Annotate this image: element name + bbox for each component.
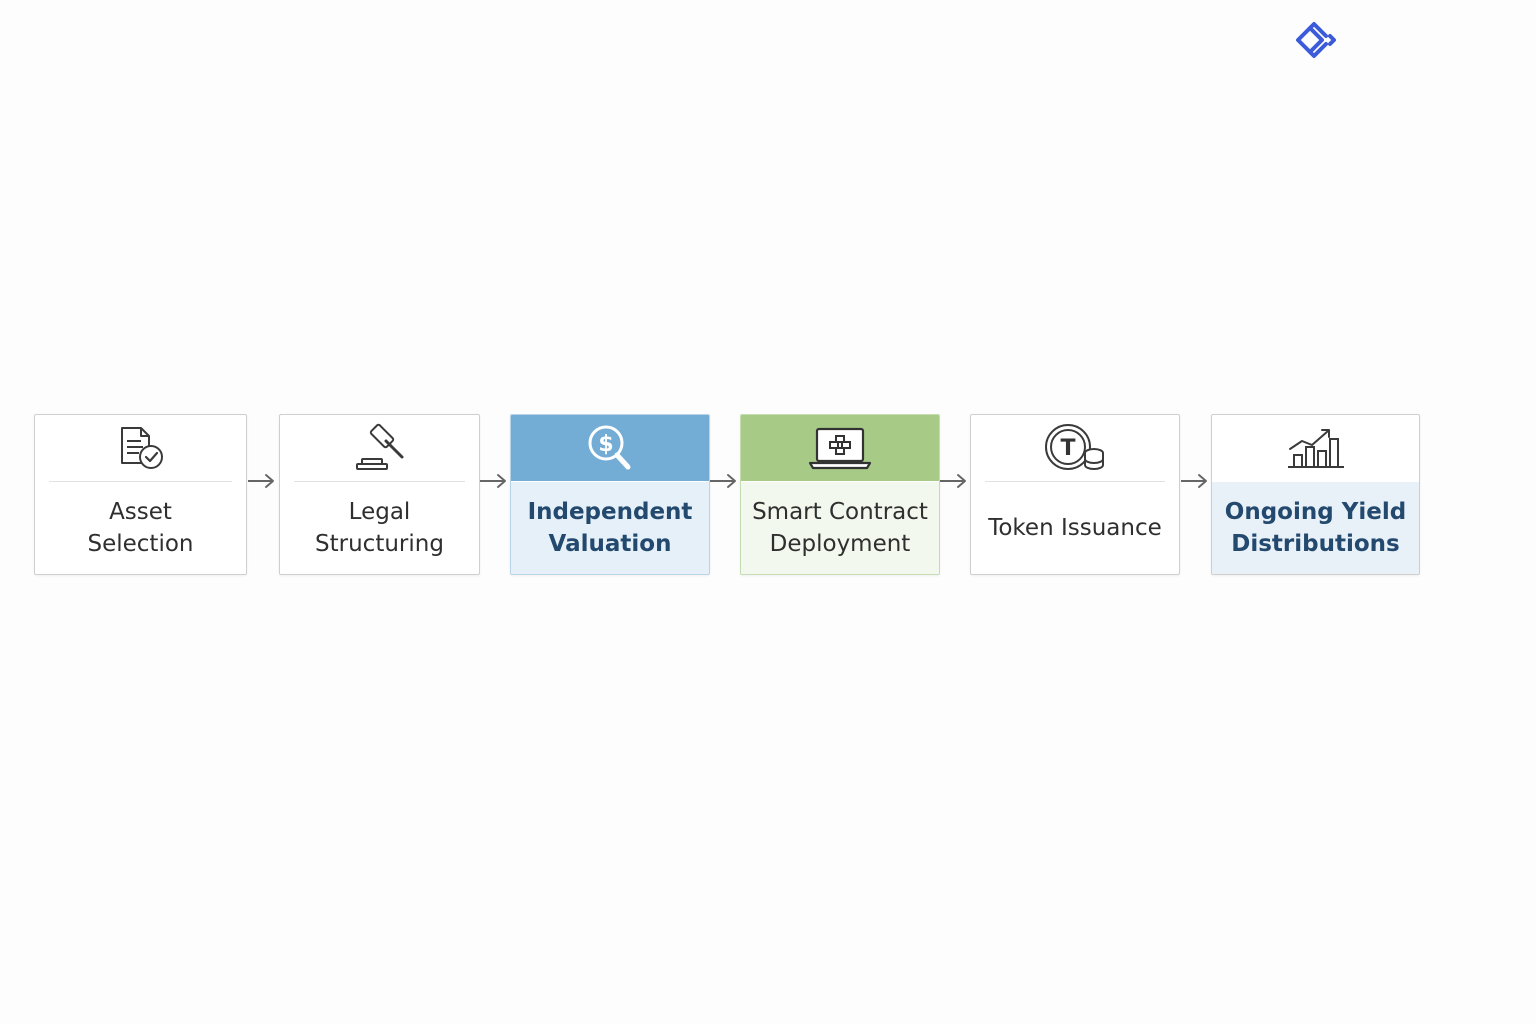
step-label-area: Smart Contract Deployment bbox=[741, 482, 939, 574]
step-icon-area: T bbox=[971, 415, 1179, 481]
step-legal-structuring: Legal Structuring bbox=[279, 414, 480, 575]
laptop-contract-icon bbox=[805, 423, 875, 473]
step-divider bbox=[294, 481, 465, 482]
step-icon-area bbox=[35, 415, 246, 481]
step-divider bbox=[985, 481, 1165, 482]
step-label-area: Legal Structuring bbox=[280, 482, 479, 574]
svg-text:T: T bbox=[1060, 436, 1075, 461]
step-ongoing-yield-distributions: Ongoing Yield Distributions bbox=[1211, 414, 1420, 575]
brand-diamond-icon bbox=[1284, 18, 1342, 62]
step-label-area: Independent Valuation bbox=[511, 482, 709, 574]
token-coins-icon: T bbox=[1040, 420, 1110, 476]
step-icon-area bbox=[741, 415, 939, 481]
step-icon-area: $ bbox=[511, 415, 709, 481]
step-label: Independent Valuation bbox=[527, 499, 693, 557]
gavel-icon bbox=[350, 421, 410, 475]
step-label-area: Ongoing Yield Distributions bbox=[1212, 482, 1419, 574]
step-label-area: Token Issuance bbox=[971, 482, 1179, 574]
step-label: Asset Selection bbox=[87, 499, 194, 557]
dollar-magnifier-icon: $ bbox=[580, 421, 640, 475]
step-label: Ongoing Yield Distributions bbox=[1224, 499, 1407, 557]
step-divider bbox=[49, 481, 232, 482]
growth-chart-icon bbox=[1284, 423, 1348, 473]
step-asset-selection: Asset Selection bbox=[34, 414, 247, 575]
flow-arrow bbox=[708, 470, 740, 492]
step-token-issuance: T Token Issuance bbox=[970, 414, 1180, 575]
step-label: Token Issuance bbox=[988, 515, 1162, 541]
step-icon-area bbox=[280, 415, 479, 481]
flow-arrow bbox=[246, 470, 278, 492]
flow-arrow bbox=[478, 470, 510, 492]
step-independent-valuation: $ Independent Valuation bbox=[510, 414, 710, 575]
flow-arrow bbox=[938, 470, 970, 492]
step-icon-area bbox=[1212, 415, 1419, 481]
flow-arrow bbox=[1179, 470, 1211, 492]
step-label: Smart Contract Deployment bbox=[752, 499, 928, 557]
svg-text:$: $ bbox=[598, 432, 613, 457]
step-smart-contract-deployment: Smart Contract Deployment bbox=[740, 414, 940, 575]
document-check-icon bbox=[113, 423, 169, 473]
step-label: Legal Structuring bbox=[315, 499, 444, 557]
step-label-area: Asset Selection bbox=[35, 482, 246, 574]
